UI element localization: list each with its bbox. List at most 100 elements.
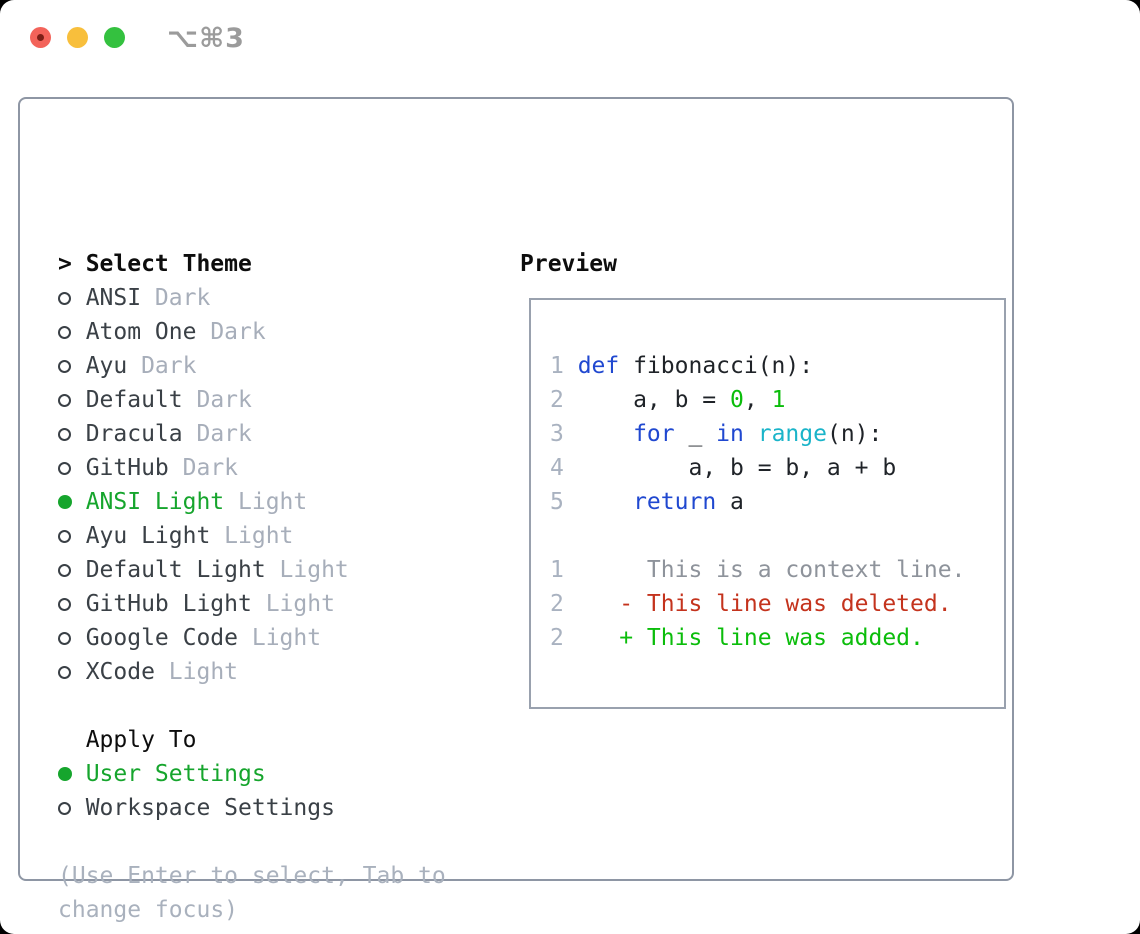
radio-icon[interactable] [58, 631, 71, 645]
radio-selected-icon[interactable] [58, 495, 72, 509]
radio-icon[interactable] [58, 563, 71, 577]
minimize-button[interactable] [67, 27, 88, 48]
empty-slot [58, 563, 86, 577]
code-line: 1 This is a context line. [550, 553, 1004, 587]
code-segment-plain [578, 421, 633, 447]
code-segment-plain: a, b = [577, 387, 731, 413]
unsaved-changes-dot-icon [37, 34, 44, 41]
theme-name: GitHub [85, 455, 169, 481]
spacer [58, 825, 446, 859]
radio-icon[interactable] [58, 393, 71, 407]
theme-name: GitHub Light [85, 591, 252, 617]
theme-name: Default [85, 387, 183, 413]
empty-slot [58, 325, 86, 339]
empty-slot [58, 631, 86, 645]
select-theme-title: Select Theme [85, 251, 252, 277]
titlebar: ⌥⌘3 [0, 0, 1140, 76]
theme-option-google-code[interactable]: Google Code Light [58, 621, 446, 655]
code-segment-number: 1 [771, 387, 786, 413]
hint-line: change focus) [58, 897, 239, 923]
hint-line: (Use Enter to select, Tab to [58, 863, 446, 889]
code-segment-keyword: in [716, 421, 744, 447]
code-segment-plain: (n): [826, 421, 883, 447]
code-segment-plain: _ [674, 421, 717, 447]
radio-icon[interactable] [58, 325, 71, 339]
radio-icon[interactable] [58, 461, 71, 475]
theme-option-xcode[interactable]: XCode Light [58, 655, 446, 689]
apply-option-label: Workspace Settings [85, 795, 335, 821]
code-line [550, 519, 1004, 553]
theme-name: Dracula [85, 421, 183, 447]
theme-option-github-light[interactable]: GitHub Light Light [58, 587, 446, 621]
code-segment-added: + This line was added. [619, 625, 924, 651]
code-line: 2 - This line was deleted. [550, 587, 1004, 621]
line-number: 1 [550, 353, 564, 379]
radio-icon[interactable] [58, 359, 71, 373]
theme-option-default-light[interactable]: Default Light Light [58, 553, 446, 587]
select-theme-header: > Select Theme [58, 247, 446, 281]
empty-slot [58, 495, 86, 509]
radio-selected-icon[interactable] [58, 767, 72, 781]
code-segment-keyword: for [633, 421, 675, 447]
code-segment-number: 0 [730, 387, 744, 413]
empty-slot [58, 767, 86, 781]
apply-option-user-settings[interactable]: User Settings [58, 757, 446, 791]
empty-slot [58, 597, 86, 611]
code-line: 2 a, b = 0, 1 [550, 383, 1004, 417]
theme-name: Ayu Light [85, 523, 211, 549]
theme-name: Ayu [85, 353, 128, 379]
radio-icon[interactable] [58, 291, 71, 305]
line-number: 4 [550, 455, 564, 481]
radio-icon[interactable] [58, 665, 71, 679]
code-segment-plain: a [716, 489, 744, 515]
theme-variant-badge: Dark [210, 319, 266, 345]
apply-to-header: Apply To [58, 723, 446, 757]
empty-slot [58, 359, 86, 373]
theme-name: XCode [85, 659, 155, 685]
radio-icon[interactable] [58, 427, 71, 441]
code-segment-plain [578, 489, 633, 515]
theme-variant-badge: Dark [141, 353, 197, 379]
theme-variant-badge: Light [251, 625, 322, 651]
code-line: 3 for _ in range(n): [550, 417, 1004, 451]
close-button[interactable] [30, 27, 51, 48]
theme-option-ayu[interactable]: Ayu Dark [58, 349, 446, 383]
code-segment-plain [744, 421, 758, 447]
radio-icon[interactable] [58, 801, 71, 815]
radio-icon[interactable] [58, 597, 71, 611]
code-segment-keyword: def [577, 353, 620, 379]
theme-name: ANSI [85, 285, 142, 311]
preview-title: Preview [520, 251, 617, 277]
theme-variant-badge: Light [265, 591, 335, 617]
code-segment-plain [578, 625, 620, 651]
theme-name: ANSI Light [85, 489, 225, 515]
theme-variant-badge: Light [168, 659, 239, 685]
radio-icon[interactable] [58, 529, 71, 543]
theme-variant-badge: Light [279, 557, 349, 583]
apply-option-label: User Settings [85, 761, 266, 787]
theme-name: Google Code [85, 625, 239, 651]
line-number: 2 [550, 625, 564, 651]
empty-slot [58, 291, 86, 305]
line-number: 2 [550, 387, 564, 413]
line-number: 1 [550, 557, 564, 583]
prompt-icon: > [58, 251, 72, 277]
apply-option-workspace-settings[interactable]: Workspace Settings [58, 791, 446, 825]
code-line: 4 a, b = b, a + b [550, 451, 1004, 485]
zoom-button[interactable] [104, 27, 125, 48]
theme-name: Default Light [85, 557, 266, 583]
empty-slot [58, 461, 86, 475]
code-segment-builtin: range [757, 421, 827, 447]
